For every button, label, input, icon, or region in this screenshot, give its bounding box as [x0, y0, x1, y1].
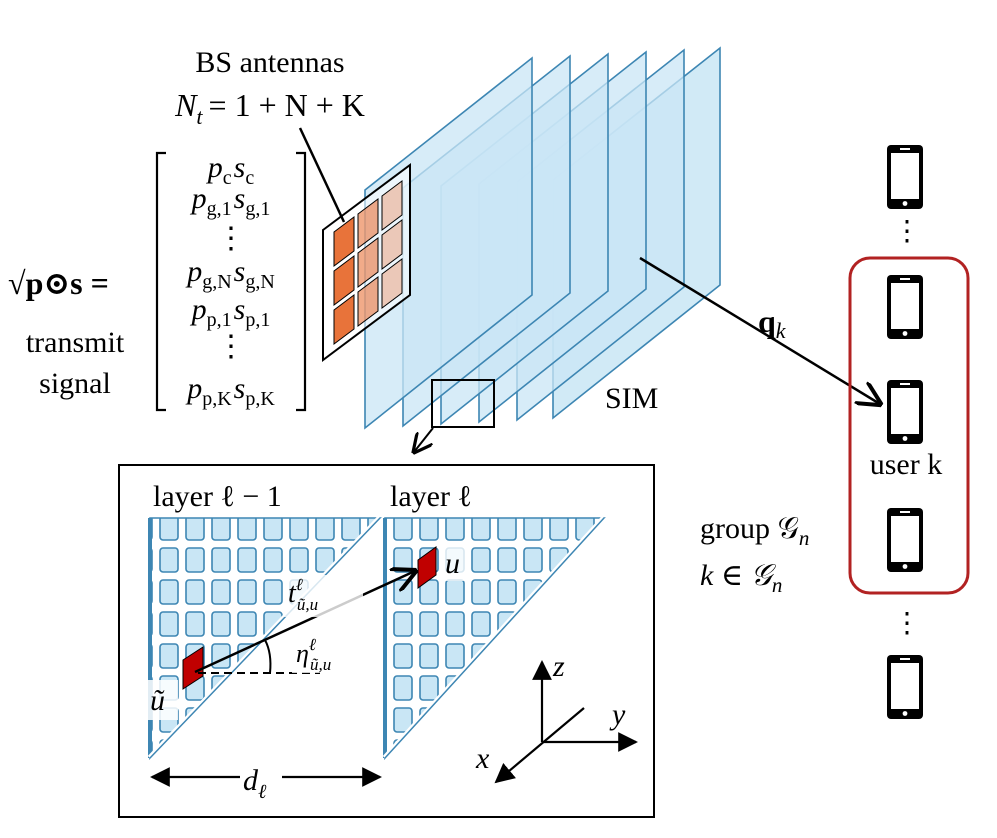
layer-prev-label: layer ℓ − 1 [153, 480, 282, 513]
signal-entry: pp,Ksp,K [185, 372, 275, 410]
nt-rhs: = 1 + N + K [209, 87, 365, 123]
sim-label: SIM [605, 382, 658, 415]
user-group-box [848, 256, 970, 595]
element-u-tilde [182, 646, 204, 690]
sim-layer-1 [364, 56, 533, 430]
element-u-label: u [445, 547, 460, 580]
propagation-arrow [194, 571, 415, 674]
group-membership: k ∈ 𝒢n [700, 559, 782, 597]
zoom-selection-box [431, 379, 495, 428]
signal-entry: pcsc [206, 151, 255, 189]
bs-pointer-line [298, 127, 346, 223]
antenna-element [357, 276, 379, 327]
axes: z y x [475, 650, 638, 784]
signal-bracket-left [155, 151, 166, 412]
user-phones [887, 145, 923, 719]
axis-z-label: z [552, 650, 565, 683]
bs-antennas-title: BS antennas [195, 46, 344, 79]
axis-x-label: x [475, 742, 490, 775]
antenna-element [357, 237, 379, 288]
antenna-element [357, 198, 379, 249]
group-label: group 𝒢n [700, 512, 809, 550]
phone-icon [887, 380, 923, 444]
signal-entry: pp,1sp,1 [190, 293, 271, 331]
phone-icon [887, 145, 923, 209]
signal-entry: pg,Nsg,N [185, 255, 275, 293]
antenna-element [381, 219, 403, 270]
nt-symbol: N [174, 87, 198, 123]
signal-caption-line2: signal [39, 367, 111, 400]
angle-arc [264, 639, 272, 674]
antenna-element [381, 180, 403, 231]
nt-equation: Nt= 1 + N + K [174, 87, 365, 129]
signal-entry: ⋮ [216, 222, 246, 255]
dots-bottom: ⋮ [893, 608, 921, 639]
sim-layers [364, 46, 721, 430]
dots-top: ⋮ [893, 216, 921, 247]
channel-label: qk [758, 303, 787, 343]
signal-bracket-right [296, 151, 307, 412]
phone-icon [887, 655, 923, 719]
user-k-label: user k [870, 448, 942, 481]
zoom-arrow [414, 427, 434, 452]
element-u-tilde-label: ũ [150, 684, 165, 717]
signal-caption-line1: transmit [26, 326, 125, 359]
channel-arrow [639, 256, 880, 404]
axis-y-label: y [609, 698, 626, 731]
layer-spacing-label: dℓ [243, 764, 267, 803]
antenna-element [381, 258, 403, 309]
phone-icon [887, 275, 923, 339]
signal-entry: ⋮ [216, 330, 246, 363]
layer-cur-label: layer ℓ [390, 480, 472, 513]
antenna-element [333, 255, 355, 306]
signal-lhs: √p⊙s = [8, 265, 109, 301]
antenna-element [333, 216, 355, 267]
signal-entry: pg,1sg,1 [190, 182, 271, 220]
bs-antenna-array [322, 163, 411, 362]
nt-subscript: t [196, 104, 203, 129]
phone-icon [887, 508, 923, 572]
antenna-element [333, 294, 355, 345]
